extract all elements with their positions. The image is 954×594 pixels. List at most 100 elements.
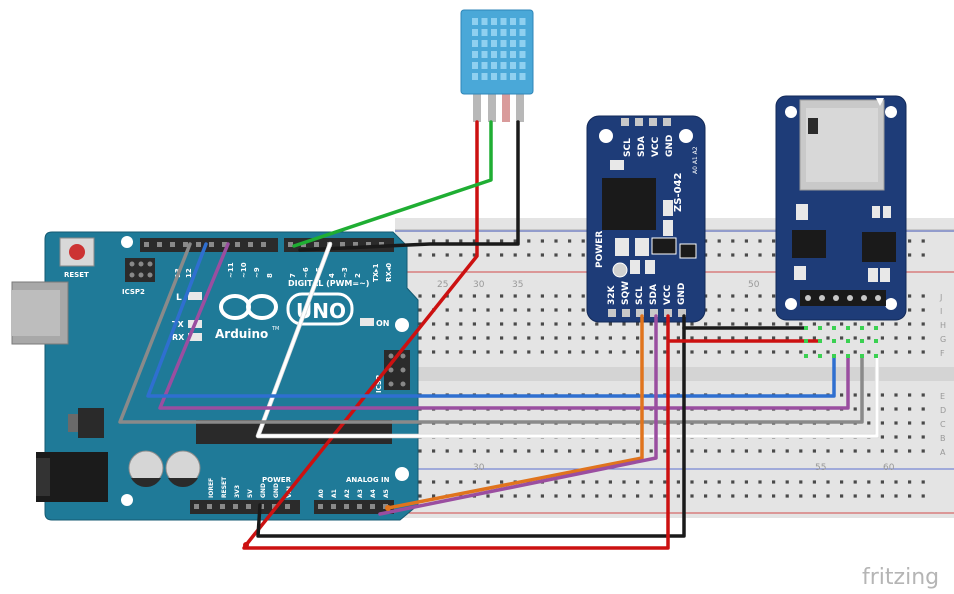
tx-led-label: TX [172, 320, 184, 329]
bb-hole [554, 336, 558, 340]
pin-label-reset: RESET [221, 476, 228, 498]
bb-hole [540, 253, 544, 257]
bb-hole [853, 393, 857, 397]
rtc-component [635, 238, 649, 256]
bb-hole [772, 322, 776, 326]
bb-hole-connected [874, 339, 878, 343]
dht-vent [510, 18, 516, 25]
bb-hole [894, 435, 898, 439]
dht-leg-3 [502, 88, 510, 122]
bb-hole [921, 449, 925, 453]
bb-hole [704, 336, 708, 340]
on-led-label: ON [376, 319, 390, 328]
bb-hole [744, 350, 748, 354]
bb-hole [921, 494, 925, 498]
dht-vent [519, 73, 526, 80]
rtc-power-label: POWER [595, 231, 605, 268]
bb-hole [500, 350, 504, 354]
bb-hole [758, 350, 762, 354]
bb-hole [894, 480, 898, 484]
bb-hole [445, 308, 449, 312]
wire-orange-scl [386, 314, 644, 510]
bb-hole [595, 336, 599, 340]
power-header-block [190, 500, 300, 514]
bb-hole [921, 294, 925, 298]
bb-hole [663, 350, 667, 354]
wire-gray [118, 242, 864, 424]
bb-hole [731, 253, 735, 257]
bb-hole [445, 480, 449, 484]
bb-hole [812, 480, 816, 484]
bb-hole [527, 494, 531, 498]
rtc-top-pin-labels: SCL SDA VCC GND [623, 135, 675, 157]
rtc-top-label-sda: SDA [637, 136, 647, 157]
bb-hole [432, 494, 436, 498]
bb-hole [676, 336, 680, 340]
bb-hole [568, 494, 572, 498]
reset-button-cap[interactable] [69, 244, 85, 260]
bb-hole [840, 393, 844, 397]
bb-hole [785, 336, 789, 340]
bb-hole [568, 322, 572, 326]
bb-hole [459, 322, 463, 326]
row-letter-f: F [940, 349, 945, 358]
bb-hole [758, 494, 762, 498]
bb-hole [432, 480, 436, 484]
bb-hole [908, 393, 912, 397]
bb-hole [554, 322, 558, 326]
bb-hole [527, 336, 531, 340]
bb-hole [486, 294, 490, 298]
bb-hole [554, 253, 558, 257]
bb-hole [704, 322, 708, 326]
bb-hole [500, 322, 504, 326]
bb-hole [908, 435, 912, 439]
bb-hole [554, 494, 558, 498]
bb-hole [785, 494, 789, 498]
bb-hole [540, 336, 544, 340]
bb-hole [704, 494, 708, 498]
rtc-top-label-gnd: GND [665, 135, 675, 157]
bb-hole-connected [860, 326, 864, 330]
sd-pin [819, 295, 825, 301]
bb-hole [704, 480, 708, 484]
bb-hole [581, 480, 585, 484]
bb-hole [608, 494, 612, 498]
pin-label-gnd-2: GND [273, 483, 280, 498]
bb-hole [921, 421, 925, 425]
bb-hole [908, 350, 912, 354]
bb-hole [418, 308, 422, 312]
bb-hole [799, 322, 803, 326]
dht-vent [500, 73, 507, 80]
bb-hole [418, 294, 422, 298]
icsp-label: ICSP [375, 375, 383, 393]
icsp2-pin [147, 272, 153, 278]
bb-hole [894, 336, 898, 340]
bb-hole [568, 294, 572, 298]
sd-component [883, 206, 891, 218]
bb-hole [513, 294, 517, 298]
capacitor-2-band [168, 478, 198, 487]
bb-hole [595, 449, 599, 453]
bb-hole [472, 322, 476, 326]
power-pin [220, 504, 225, 509]
dht-vent [481, 29, 488, 36]
bb-hole [418, 494, 422, 498]
bb-hole [445, 336, 449, 340]
rtc-component [645, 260, 655, 274]
bb-hole [486, 494, 490, 498]
dht-leg-4 [516, 88, 524, 122]
bb-hole [908, 253, 912, 257]
bb-hole [540, 294, 544, 298]
bb-hole [513, 308, 517, 312]
bb-hole [731, 294, 735, 298]
wires [118, 120, 880, 550]
row-letter-h: H [940, 321, 946, 330]
mount-hole-2 [395, 318, 409, 332]
center-channel [395, 367, 954, 381]
bb-hole [921, 480, 925, 484]
dc-jack-shadow [36, 458, 50, 496]
bb-hole [568, 308, 572, 312]
rx-led-label: RX [172, 333, 185, 342]
bb-hole [540, 350, 544, 354]
